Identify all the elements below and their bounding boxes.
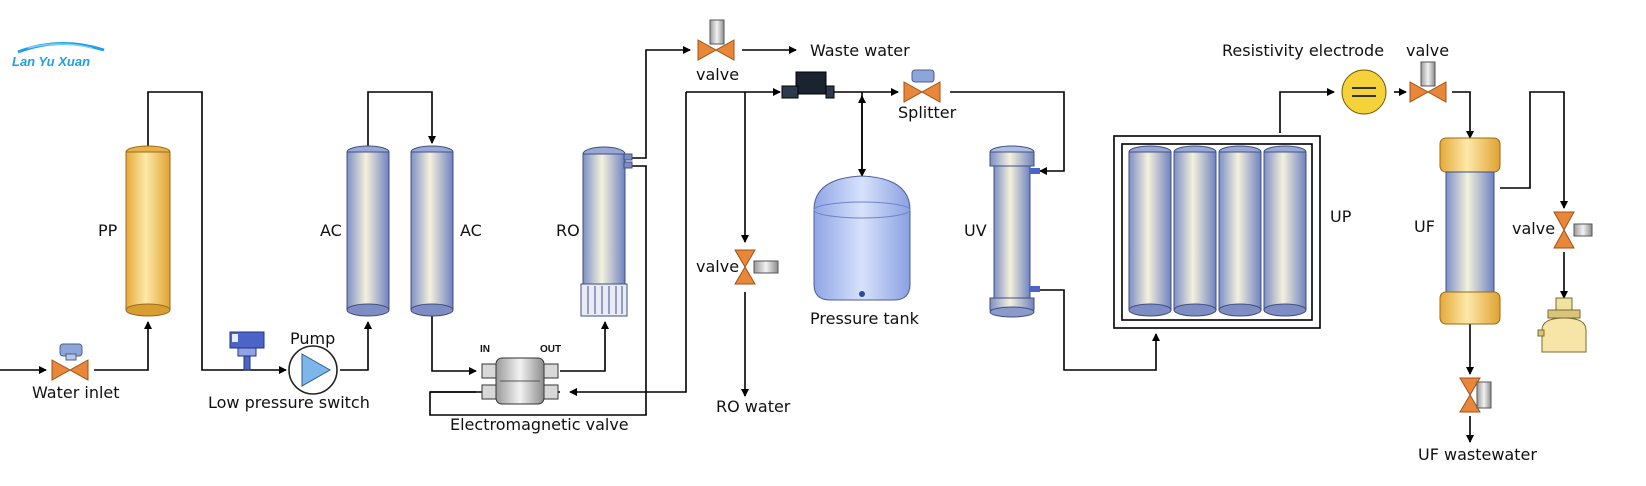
waste-water-valve[interactable] xyxy=(697,19,735,61)
water-inlet-label: Water inlet xyxy=(32,383,120,402)
ac1-label: AC xyxy=(320,221,342,240)
waste-water-label: Waste water xyxy=(810,41,910,60)
pp-label: PP xyxy=(98,221,118,240)
waste-valve-label: valve xyxy=(696,65,739,84)
out-label: OUT xyxy=(540,344,561,355)
water-inlet-valve[interactable] xyxy=(51,343,89,381)
up-label: UP xyxy=(1330,207,1352,226)
in-label: IN xyxy=(480,344,490,355)
ac-filter-2 xyxy=(410,145,454,317)
electromagnetic-valve-label: Electromagnetic valve xyxy=(450,415,629,434)
top-valve-label: valve xyxy=(1406,41,1449,60)
pump-label: Pump xyxy=(290,329,335,348)
low-pressure-switch-label: Low pressure switch xyxy=(208,393,370,412)
company-logo: Lan Yu Xuan xyxy=(12,42,105,69)
right-valve-label: valve xyxy=(1512,219,1555,238)
uf-waste-valve[interactable] xyxy=(1459,377,1492,413)
top-valve[interactable] xyxy=(1409,61,1447,103)
ro-valve-label: valve xyxy=(696,257,739,276)
pressure-tank xyxy=(813,175,911,301)
pump xyxy=(288,345,338,395)
logo-text: Lan Yu Xuan xyxy=(12,54,90,69)
electromagnetic-valve xyxy=(481,357,559,405)
pipe-network xyxy=(0,46,1568,443)
ro-label: RO xyxy=(556,221,580,240)
splitter-valve[interactable] xyxy=(903,69,941,103)
right-valve[interactable] xyxy=(1553,211,1593,249)
up-polisher xyxy=(1113,135,1321,329)
ro-membrane xyxy=(580,146,633,317)
pp-filter xyxy=(125,145,171,317)
ac-filter-1 xyxy=(346,145,390,317)
uv-label: UV xyxy=(964,221,987,240)
resistivity-electrode-label: Resistivity electrode xyxy=(1222,41,1384,60)
splitter-label: Splitter xyxy=(898,103,957,122)
uf-membrane xyxy=(1439,137,1501,325)
uv-sterilizer xyxy=(989,145,1040,318)
ac2-label: AC xyxy=(460,221,482,240)
uf-label: UF xyxy=(1414,217,1435,236)
ro-water-label: RO water xyxy=(716,397,791,416)
solenoid-valve xyxy=(781,71,835,99)
ro-water-valve[interactable] xyxy=(734,249,779,285)
resistivity-electrode xyxy=(1341,69,1387,115)
sample-bottle xyxy=(1537,297,1587,353)
pressure-tank-label: Pressure tank xyxy=(810,309,920,328)
low-pressure-switch xyxy=(229,331,265,371)
uf-wastewater-label: UF wastewater xyxy=(1418,445,1537,464)
